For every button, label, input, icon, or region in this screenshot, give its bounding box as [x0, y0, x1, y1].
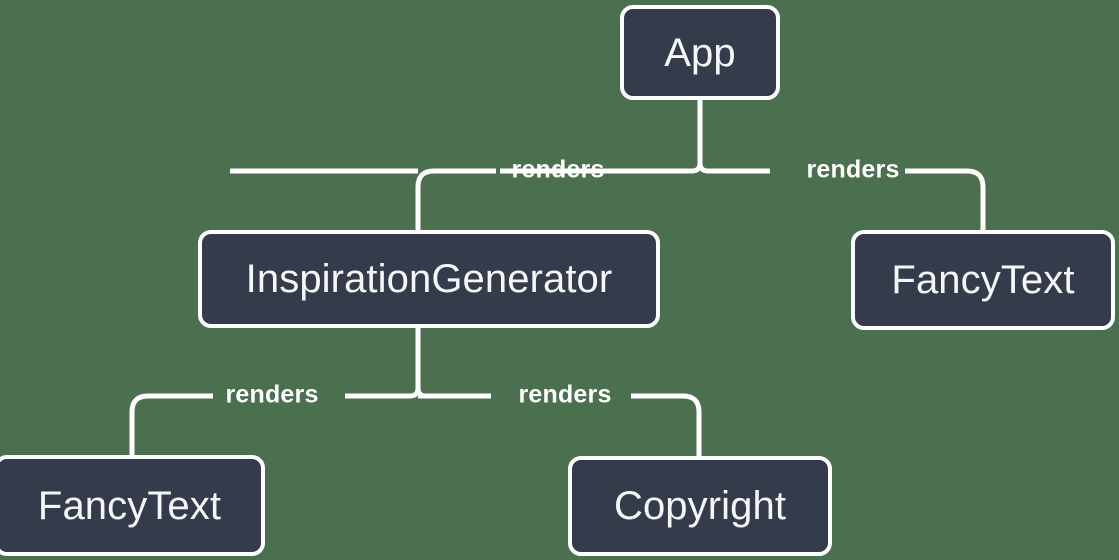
node-fancytext-bottom-label: FancyText: [37, 483, 222, 528]
edge-label-ig-to-copyright: renders: [518, 380, 612, 409]
edge-ig-to-fancytext-arm: [129, 393, 213, 456]
node-app-label: App: [664, 30, 736, 75]
edge-ig-to-copyright-arm: [631, 393, 702, 456]
node-inspirationgenerator-label: InspirationGenerator: [245, 257, 613, 301]
edge-label-app-to-inspirationgenerator: renders: [511, 155, 605, 184]
edge-label-app-to-fancytext: renders: [806, 155, 900, 184]
edge-app-to-fancytext-arm: [905, 168, 986, 230]
node-fancytext-top-label: FancyText: [891, 258, 1075, 302]
node-inspirationgenerator[interactable]: InspirationGenerator: [198, 230, 660, 328]
node-copyright-label: Copyright: [613, 484, 787, 528]
node-app[interactable]: App: [620, 5, 780, 100]
edge-app-to-inspirationgenerator-arm: [415, 168, 496, 230]
node-fancytext-bottom[interactable]: FancyText: [0, 455, 265, 556]
edge-ig-to-copyright-junction-curve: [415, 387, 427, 399]
edge-ig-to-fancytext-junction: [345, 387, 421, 399]
node-fancytext-top[interactable]: FancyText: [851, 230, 1115, 330]
edge-app-to-fancytext-junction: [697, 162, 770, 174]
node-copyright[interactable]: Copyright: [568, 456, 832, 556]
edge-label-ig-to-fancytext: renders: [225, 380, 319, 409]
